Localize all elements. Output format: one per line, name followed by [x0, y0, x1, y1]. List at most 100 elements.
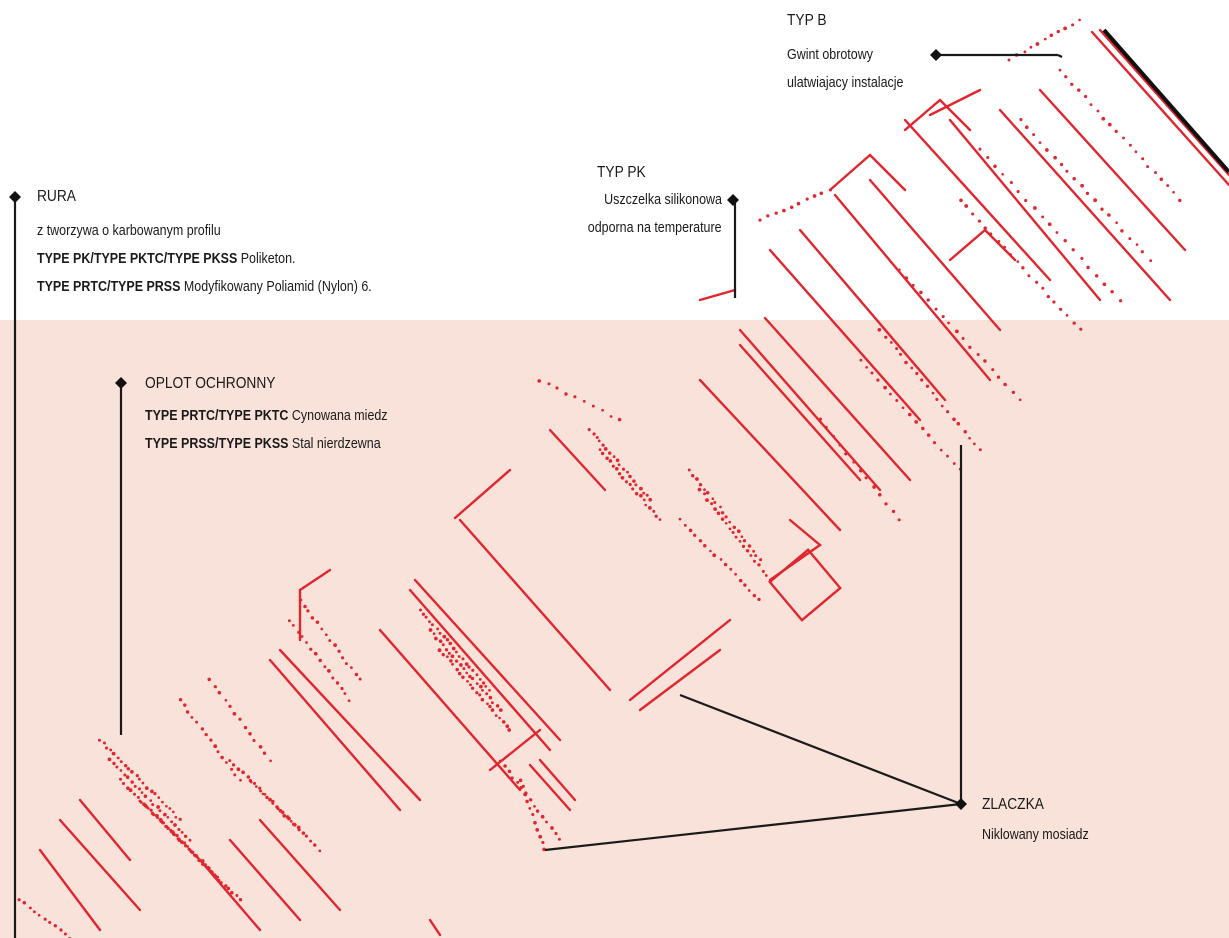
texture-dot — [107, 757, 112, 762]
texture-dot — [516, 780, 520, 784]
texture-dot — [209, 738, 213, 742]
texture-dot — [296, 825, 301, 830]
texture-dot — [529, 798, 533, 802]
texture-dot — [140, 791, 144, 794]
texture-dot — [135, 774, 139, 778]
texture-dot — [287, 619, 291, 623]
texture-dot — [175, 833, 179, 838]
texture-dot — [428, 628, 433, 632]
texture-dot — [698, 483, 703, 487]
texture-dot — [766, 214, 770, 218]
texture-dot — [931, 391, 935, 395]
texture-dot — [908, 412, 912, 417]
texture-dot — [752, 549, 756, 553]
texture-dot — [144, 786, 149, 790]
texture-dot — [327, 669, 331, 673]
texture-dot — [278, 808, 283, 813]
texture-dot — [305, 641, 308, 644]
texture-dot — [157, 796, 161, 799]
texture-dot — [710, 502, 714, 506]
texture-dot — [457, 671, 462, 676]
texture-dot — [485, 692, 489, 696]
texture-dot — [145, 805, 149, 809]
texture-dot — [1059, 162, 1064, 167]
texture-dot — [200, 727, 205, 731]
texture-dot — [920, 378, 924, 382]
diamond-markers — [9, 49, 967, 810]
texture-dot — [195, 720, 199, 724]
texture-dot — [897, 518, 901, 522]
texture-dot — [703, 543, 707, 548]
texture-dot — [895, 399, 899, 402]
texture-dot — [343, 692, 347, 695]
texture-dot — [261, 792, 265, 796]
texture-dot — [624, 480, 629, 484]
texture-dot — [43, 917, 47, 921]
texture-dot — [201, 862, 205, 866]
texture-dot — [876, 378, 880, 382]
texture-dot — [269, 759, 272, 763]
texture-dot — [555, 386, 559, 390]
texture-dot — [1141, 157, 1145, 161]
texture-dot — [865, 365, 868, 369]
texture-dot — [464, 662, 469, 666]
texture-dot — [178, 817, 182, 821]
texture-dot — [597, 439, 601, 443]
texture-dot — [291, 624, 295, 627]
texture-dot — [171, 810, 175, 814]
texture-dot — [470, 686, 475, 690]
texture-dot — [170, 820, 174, 824]
texture-dot — [705, 498, 709, 502]
texture-dot — [174, 815, 178, 819]
texture-dot — [347, 699, 351, 703]
texture-dot — [976, 353, 980, 356]
texture-dot — [350, 666, 353, 669]
texture-dot — [495, 704, 500, 708]
texture-dot — [1140, 250, 1144, 254]
texture-dot — [598, 448, 602, 451]
texture-dot — [461, 675, 465, 680]
texture-dot — [852, 460, 856, 464]
texture-dot — [1115, 221, 1118, 225]
texture-dot — [1025, 125, 1029, 129]
texture-dot — [156, 805, 160, 809]
texture-dot — [199, 859, 203, 863]
texture-dot — [955, 329, 959, 334]
texture-dot — [252, 738, 256, 743]
texture-dot — [1094, 274, 1099, 278]
texture-dot — [161, 800, 164, 804]
texture-dot — [997, 240, 1001, 243]
texture-dot — [1135, 243, 1139, 246]
texture-dot — [142, 802, 146, 807]
texture-dot — [188, 848, 192, 852]
texture-dot — [126, 786, 130, 790]
texture-dot — [344, 662, 348, 666]
texture-dot — [819, 191, 824, 196]
texture-dot — [609, 415, 613, 418]
oplot-line2-types: TYPE PRSS/TYPE PKSS — [145, 436, 289, 452]
texture-dot — [1102, 282, 1107, 287]
texture-dot — [724, 521, 728, 525]
texture-dot — [687, 468, 691, 472]
texture-dot — [448, 641, 453, 646]
texture-dot — [243, 725, 248, 730]
texture-dot — [939, 448, 943, 452]
texture-dot — [934, 307, 938, 311]
texture-dot — [354, 672, 359, 677]
rura-line2-material: Poliketon. — [237, 251, 296, 267]
texture-dot — [488, 704, 492, 709]
texture-dot — [935, 397, 939, 401]
texture-dot — [915, 371, 919, 376]
texture-dot — [904, 276, 909, 280]
texture-dot — [1041, 286, 1045, 290]
texture-dot — [475, 673, 479, 677]
texture-dot — [152, 813, 156, 817]
texture-dot — [480, 697, 485, 702]
texture-dot — [128, 788, 133, 793]
texture-dot — [337, 649, 341, 653]
texture-dot — [932, 441, 937, 445]
texture-dot — [895, 347, 899, 351]
texture-dot — [1080, 256, 1084, 260]
texture-dot — [1035, 42, 1040, 46]
texture-dot — [531, 812, 535, 817]
